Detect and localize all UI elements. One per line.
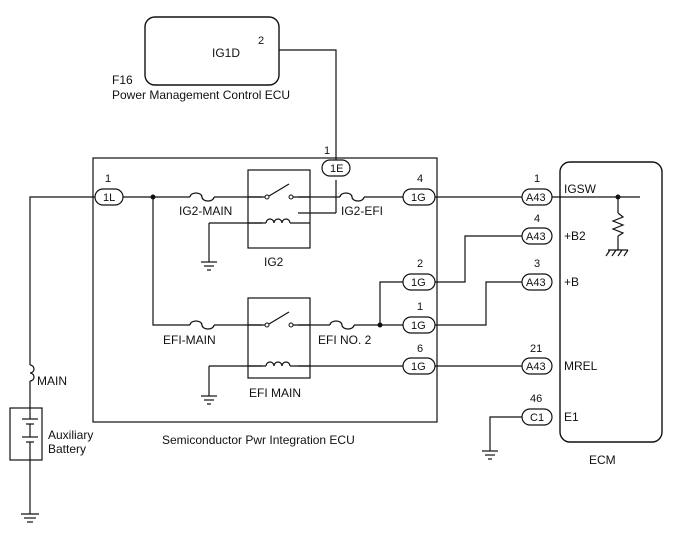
fuse-ig2-main-label: IG2-MAIN xyxy=(179,204,232,218)
svg-text:1L: 1L xyxy=(103,192,115,204)
svg-text:C1: C1 xyxy=(530,412,544,424)
ecm-terminal-b: +B xyxy=(564,275,579,289)
ecm-internals: IGSW +B2 +B MREL E1 xyxy=(552,182,640,424)
connector-c1-46: C1 46 xyxy=(521,393,553,426)
connector-1g-6: 1G 6 xyxy=(402,343,436,375)
battery-branch: MAIN Auxiliary Battery xyxy=(9,196,95,523)
svg-text:1G: 1G xyxy=(411,277,426,289)
pmc-ecu-code: F16 xyxy=(112,73,133,87)
connector-a43-21: A43 21 xyxy=(521,343,553,375)
pin-a43-1: 1 xyxy=(534,173,540,185)
ecm-name: ECM xyxy=(589,453,616,467)
connector-1e: 1E 1 xyxy=(321,145,351,177)
ground-ig2-icon xyxy=(201,261,217,271)
power-management-control-ecu: IG1D 2 F16 Power Management Control ECU xyxy=(112,16,290,102)
wire-battery-main xyxy=(29,196,95,365)
svg-text:1G: 1G xyxy=(411,192,426,204)
pin-1l: 1 xyxy=(105,173,111,185)
fuse-efi-main-symbol xyxy=(189,320,215,330)
ecm-terminal-mrel: MREL xyxy=(564,359,598,373)
pin-1g-4: 4 xyxy=(417,173,423,185)
relay-efi-main-box xyxy=(247,297,311,379)
pin-1g-6: 6 xyxy=(417,343,423,355)
pin-1e: 1 xyxy=(324,145,330,157)
connector-a43-3: A43 3 xyxy=(521,258,553,291)
terminal-ig1d: IG1D xyxy=(212,46,240,60)
relay-ig2-label: IG2 xyxy=(264,255,284,269)
pmc-ecu-box xyxy=(144,16,280,86)
pin-1g-1: 1 xyxy=(417,301,423,313)
pin-1g-2: 2 xyxy=(417,258,423,270)
relay-efi-main-label: EFI MAIN xyxy=(249,386,301,400)
ecm-terminal-b2: +B2 xyxy=(564,229,586,243)
svg-text:A43: A43 xyxy=(526,231,546,243)
relay-ig2: IG2 xyxy=(247,169,311,269)
connector-1l: 1L 1 xyxy=(94,173,124,206)
connector-a43-4: A43 4 xyxy=(521,213,553,245)
fuse-main-symbol xyxy=(29,364,35,382)
fuse-ig2-efi-label: IG2-EFI xyxy=(341,204,383,218)
battery-label-line1: Auxiliary xyxy=(48,428,93,442)
svg-text:1G: 1G xyxy=(411,320,426,332)
connector-1g-4: 1G 4 xyxy=(402,173,436,206)
relay-ig2-switch xyxy=(268,183,290,197)
svg-text:A43: A43 xyxy=(526,192,546,204)
fuse-ig2-efi-symbol xyxy=(339,192,365,202)
spi-internal-wiring: IG2-MAIN IG2-EFI EFI-MAIN EFI NO. 2 xyxy=(123,180,403,405)
ground-battery-icon xyxy=(21,513,39,523)
resistor-icon xyxy=(611,212,625,237)
fuse-efi-main-label: EFI-MAIN xyxy=(163,333,216,347)
ecm-terminal-e1: E1 xyxy=(564,410,579,424)
svg-text:A43: A43 xyxy=(526,277,546,289)
fuse-main-label: MAIN xyxy=(37,374,67,388)
external-wires xyxy=(435,196,522,460)
ground-efi-main-icon xyxy=(201,395,217,405)
svg-text:1G: 1G xyxy=(411,361,426,373)
connector-1g-1: 1G 1 xyxy=(402,301,436,334)
relay-efi-main: EFI MAIN xyxy=(247,297,311,400)
spi-ecu-name: Semiconductor Pwr Integration ECU xyxy=(162,433,355,447)
fuse-ig2-main-symbol xyxy=(189,192,215,202)
wire-ig1d xyxy=(279,49,337,160)
pmc-ecu-name: Power Management Control ECU xyxy=(112,88,290,102)
ecm-box xyxy=(559,161,663,443)
pin-c1-46: 46 xyxy=(530,393,542,405)
pin-a43-4: 4 xyxy=(534,213,540,225)
connector-1g-2: 1G 2 xyxy=(402,258,436,291)
relay-efi-main-switch xyxy=(268,311,290,325)
relay-ig2-coil xyxy=(265,218,291,224)
ground-ecm-icon xyxy=(482,450,498,460)
relay-efi-main-coil xyxy=(265,361,291,367)
battery-label-line2: Battery xyxy=(48,442,86,456)
pin-a43-3: 3 xyxy=(534,258,540,270)
relay-ig2-box xyxy=(247,169,311,249)
pin-a43-21: 21 xyxy=(530,343,542,355)
connector-a43-1: A43 1 xyxy=(521,173,553,206)
spi-ecu-box xyxy=(92,157,438,423)
svg-text:1E: 1E xyxy=(330,163,343,175)
chassis-ground-icon xyxy=(605,249,629,257)
fuse-efi-no2-symbol xyxy=(329,320,355,330)
battery-box xyxy=(9,407,43,461)
svg-text:A43: A43 xyxy=(526,361,546,373)
ecm-terminal-igsw: IGSW xyxy=(564,182,597,196)
fuse-efi-no2-label: EFI NO. 2 xyxy=(318,333,372,347)
pin-ig1d: 2 xyxy=(258,35,264,47)
